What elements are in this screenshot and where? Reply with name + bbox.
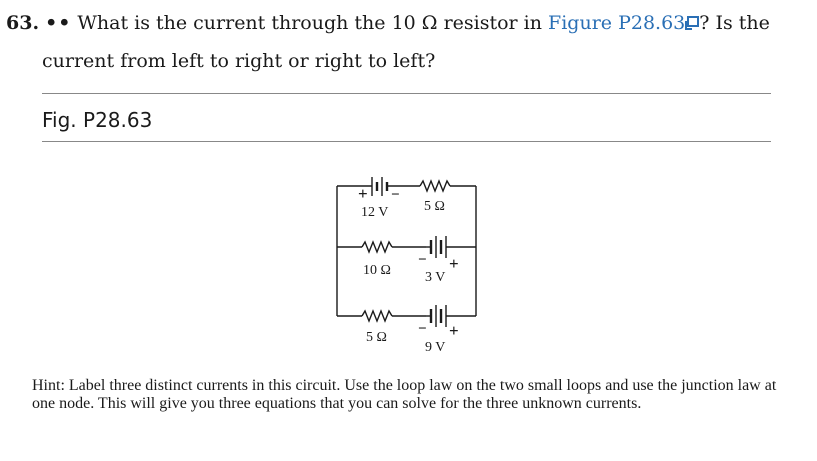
difficulty-dots: ••: [45, 12, 72, 34]
battery-bottom-minus: −: [418, 321, 427, 337]
question-text-after: ? Is the: [699, 12, 770, 34]
battery-middle-minus: −: [418, 252, 427, 268]
question-line-2: current from left to right or right to l…: [42, 50, 436, 72]
battery-bottom-plus: +: [449, 321, 459, 340]
top-divider: [42, 93, 771, 94]
figure-title: Fig. P28.63: [42, 108, 153, 132]
resistor-bottom-symbol: [361, 309, 393, 323]
question-line-1: 63.••What is the current through the 10 …: [6, 4, 806, 42]
battery-top-minus: −: [391, 187, 400, 203]
resistor-top-label: 5 Ω: [424, 199, 445, 214]
battery-top-symbol: [371, 177, 389, 196]
resistor-bottom-label: 5 Ω: [366, 330, 387, 345]
resistor-middle-symbol: [361, 240, 393, 254]
popup-icon[interactable]: [685, 16, 700, 30]
resistor-top-symbol: [419, 179, 451, 193]
battery-top-label: 12 V: [361, 205, 388, 220]
battery-bottom-symbol: [429, 305, 447, 327]
battery-middle-label: 3 V: [425, 270, 445, 285]
figure-divider: [42, 141, 771, 142]
resistor-middle-label: 10 Ω: [363, 263, 391, 278]
battery-middle-symbol: [429, 236, 447, 258]
figure-link[interactable]: Figure P28.63: [548, 12, 686, 34]
battery-top-plus: +: [358, 184, 368, 203]
question-number: 63.: [6, 12, 40, 34]
battery-bottom-label: 9 V: [425, 340, 445, 355]
question-text: 63.••What is the current through the 10 …: [6, 4, 806, 80]
battery-middle-plus: +: [449, 254, 459, 273]
hint-text: Hint: Label three distinct currents in t…: [32, 377, 777, 412]
question-text-before: What is the current through the 10 Ω res…: [77, 12, 549, 34]
